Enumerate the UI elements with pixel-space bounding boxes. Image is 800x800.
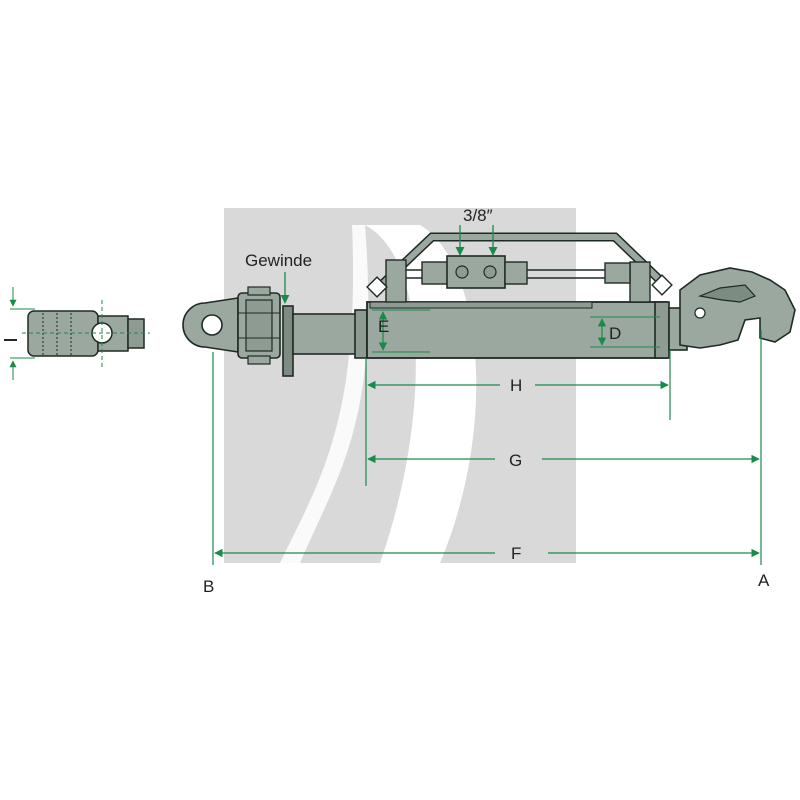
label-gewinde: Gewinde <box>245 251 312 270</box>
label-dim-d: D <box>609 324 621 343</box>
label-point-a: A <box>758 571 770 590</box>
label-point-b: B <box>203 577 214 596</box>
top-link-body <box>182 232 796 377</box>
dimension-lines <box>212 225 762 565</box>
label-dim-g: G <box>509 451 522 470</box>
label-dim-f: F <box>511 544 521 563</box>
label-dim-e: E <box>378 317 389 336</box>
label-dim-h: H <box>510 376 522 395</box>
label-hose-size: 3/8″ <box>463 206 493 225</box>
side-view-detail <box>4 287 150 380</box>
